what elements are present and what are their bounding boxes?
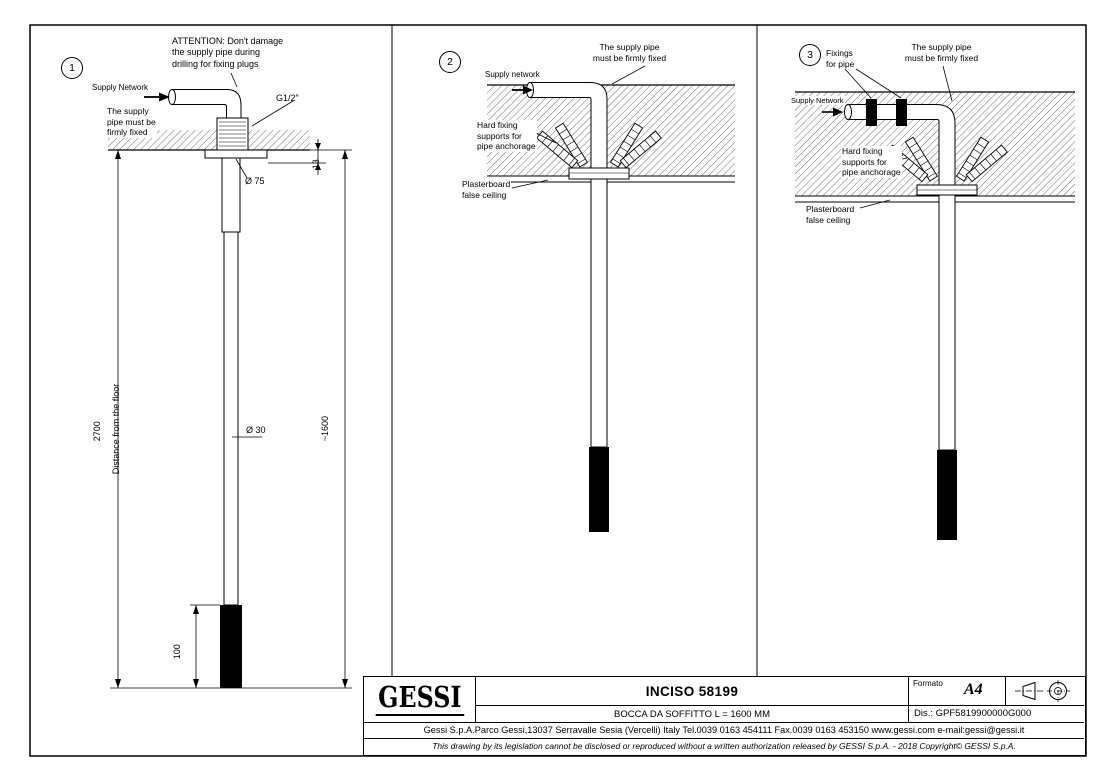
format-label: Formato (913, 679, 943, 688)
spout-upper (221, 157, 241, 233)
company-address: Gessi S.p.A.Parco Gessi,13037 Serravalle… (364, 723, 1084, 739)
dimensions (110, 139, 352, 689)
drawing-number: Dis.: GPF5819900000G000 (909, 706, 1084, 723)
fixings-note: Fixings for pipe (826, 48, 855, 69)
supply-network-label: Supply Network (790, 96, 845, 106)
distance-floor-label: Distance from the floor (110, 383, 121, 475)
ceiling-flange (568, 167, 630, 180)
hard-fixing-note: Hard fixing supports for pipe anchorage (841, 146, 902, 178)
dim-13-label: 13 (310, 159, 321, 170)
ceiling-flange (204, 149, 268, 159)
supply-network-label: Supply Network (92, 83, 149, 92)
supply-pipe-elbow (171, 89, 242, 119)
spout-tip (589, 447, 609, 532)
supply-fixed-note: The supply pipe must be firmly fixed (904, 42, 979, 63)
panel2-number-badge: 2 (439, 51, 461, 73)
spout-body (223, 231, 239, 606)
panel1-drawing (108, 72, 352, 689)
first-angle-projection-icon (1015, 680, 1070, 702)
dim-2700-label: 2700 (91, 421, 102, 442)
ceiling-hatch (108, 130, 310, 150)
plasterboard-note: Plasterboard false ceiling (805, 204, 856, 226)
logo-cell: GESSI (364, 677, 476, 723)
format-cell: Formato A4 (909, 677, 1006, 706)
projection-symbol-cell (1006, 677, 1084, 706)
gessi-logo: GESSI (375, 683, 464, 716)
title-block: GESSI INCISO 58199 Formato A4 BOCCA DA S… (363, 676, 1086, 756)
supply-fixed-note: The supply pipe must be firmly fixed (106, 106, 157, 138)
spout-tip (220, 605, 242, 688)
supply-network-label: Supply network (484, 70, 541, 80)
spout-body (938, 194, 956, 451)
format-value: A4 (964, 681, 983, 698)
panel3-drawing (795, 65, 1075, 540)
drawing-title: INCISO 58199 (476, 677, 909, 706)
spout-tip (937, 450, 957, 540)
attention-note: ATTENTION: Don't damage the supply pipe … (172, 36, 284, 69)
panel3-number-badge: 3 (799, 44, 821, 66)
dim-100-label: 100 (171, 644, 182, 660)
spout-body (590, 178, 608, 448)
hard-fixing-note: Hard fixing supports for pipe anchorage (476, 120, 537, 152)
pipe-clamp-1 (866, 99, 877, 126)
panel1-number-badge: 1 (61, 57, 83, 79)
pipe-clamp-2 (896, 99, 907, 126)
diameter-75-label: Ø 75 (245, 176, 265, 186)
sheet-border (29, 24, 1087, 757)
supply-fixed-note: The supply pipe must be firmly fixed (592, 42, 667, 63)
drawing-subtitle: BOCCA DA SOFFITTO L = 1600 MM (476, 706, 909, 723)
dim-1600-label: ~1600 (319, 415, 330, 442)
plasterboard-note: Plasterboard false ceiling (461, 179, 512, 201)
thread-size-label: G1/2" (276, 93, 299, 103)
copyright-notice: This drawing by its legislation cannot b… (432, 741, 1016, 751)
pipe-end-cap (844, 104, 852, 120)
diameter-30-label: Ø 30 (246, 425, 266, 435)
